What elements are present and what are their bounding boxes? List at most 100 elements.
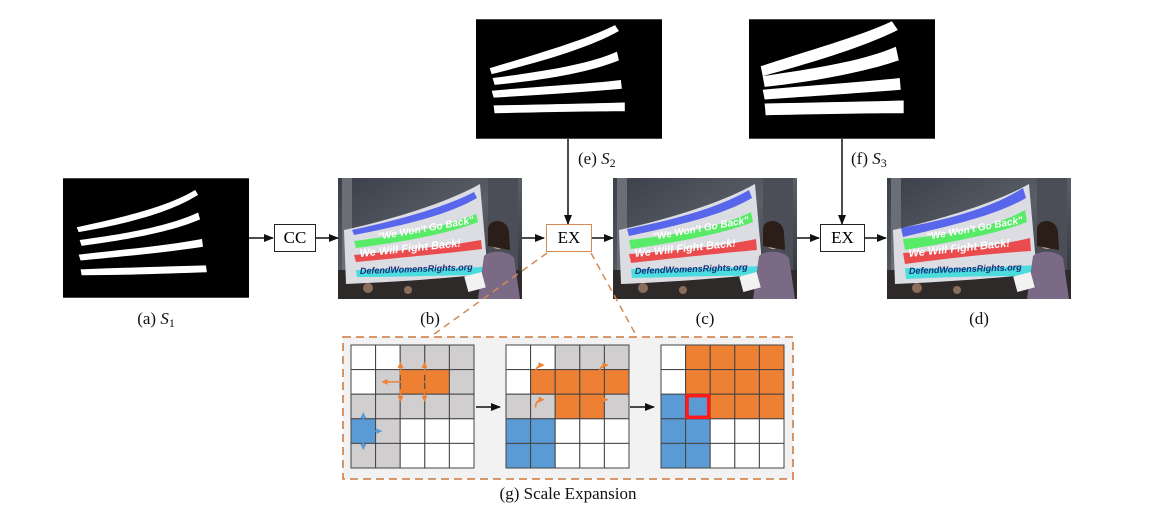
grid-cell: [660, 393, 687, 420]
mask-s2-image: [476, 19, 662, 139]
grid-cell: [424, 442, 450, 469]
photo-d: "We Won't Go Back"We Will Fight Back!Def…: [887, 178, 1071, 299]
grid-cell: [685, 344, 711, 371]
grid-cell: [505, 418, 532, 444]
grid-cell: [530, 393, 556, 420]
grid-cell: [709, 442, 736, 469]
grid-cell: [448, 393, 475, 420]
zoom-line-left: [429, 252, 548, 338]
expansion-grid-2: [505, 344, 630, 469]
photo-b: "We Won't Go Back"We Will Fight Back!Def…: [338, 178, 522, 299]
grid-cell: [375, 344, 401, 371]
grid-cell: [660, 344, 687, 371]
label-d: (d): [969, 309, 989, 328]
expansion-arrow: [536, 454, 547, 463]
grid-cell: [448, 344, 475, 371]
grid-cell: [734, 418, 760, 444]
ex-operator-box-1: EX: [546, 224, 592, 252]
expansion-grid-1: [350, 344, 475, 469]
label-e: (e) S2: [578, 149, 616, 170]
grid-cell: [399, 344, 426, 371]
grid-cell: [734, 344, 760, 371]
cc-operator-box: CC: [274, 224, 316, 252]
grid-cell: [709, 344, 736, 371]
grid-cell: [758, 393, 785, 420]
grid-cell: [758, 418, 785, 444]
grid-cell: [579, 344, 605, 371]
expansion-arrow: [598, 362, 609, 374]
grid-cell: [424, 418, 450, 444]
grid-cell: [603, 393, 630, 420]
grid-cell: [399, 418, 426, 444]
grid-cell: [530, 442, 556, 469]
svg-text:DefendWomensRights.org: DefendWomensRights.org: [909, 262, 1023, 276]
grid-cell: [554, 369, 581, 395]
grid-cell: [554, 418, 581, 444]
grid-cell: [448, 369, 475, 395]
grid-cell: [554, 393, 581, 420]
grid-cell: [660, 442, 687, 469]
grid-cell: [399, 369, 426, 395]
grid-cell: [685, 442, 711, 469]
expansion-arrow: [598, 396, 609, 408]
grid-cell: [758, 369, 785, 395]
conflict-cell-highlight: [685, 393, 711, 420]
grid-cell: [603, 442, 630, 469]
grid-cell: [709, 393, 736, 420]
grid-cell: [448, 418, 475, 444]
grid-cell: [350, 369, 377, 395]
grid-cell: [579, 418, 605, 444]
grid-cell: [579, 369, 605, 395]
grid-cell: [579, 393, 605, 420]
grid-cell: [758, 442, 785, 469]
grid-cell: [350, 344, 377, 371]
grid-cell: [554, 344, 581, 371]
svg-text:DefendWomensRights.org: DefendWomensRights.org: [360, 262, 474, 276]
grid-cell: [603, 344, 630, 371]
photo-c: "We Won't Go Back"We Will Fight Back!Def…: [613, 178, 797, 299]
grid-cell: [505, 344, 532, 371]
label-c: (c): [695, 309, 715, 328]
expansion-grid-3: [660, 344, 785, 469]
label-f: (f) S3: [851, 149, 887, 170]
expansion-arrow: [534, 396, 545, 408]
grid-cell: [530, 344, 556, 371]
grid-cell: [505, 442, 532, 469]
grid-cell: [734, 369, 760, 395]
scale-expansion-grids: [350, 344, 785, 469]
label-g: (g) Scale Expansion: [499, 484, 637, 503]
grid-cell: [530, 418, 556, 444]
grid-cell: [505, 393, 532, 420]
grid-cell: [734, 393, 760, 420]
grid-cell: [709, 418, 736, 444]
grid-cell: [424, 344, 450, 371]
grid-cell: [603, 369, 630, 395]
grid-cell: [375, 442, 401, 469]
zoom-line-right: [590, 252, 638, 338]
grid-cell: [603, 418, 630, 444]
mask-s3-image: [749, 19, 935, 139]
grid-cell: [530, 369, 556, 395]
grid-cell: [579, 442, 605, 469]
grid-cell: [660, 369, 687, 395]
grid-cell: [758, 344, 785, 371]
grid-cell: [660, 418, 687, 444]
grid-cell: [685, 393, 711, 420]
grid-cell: [554, 442, 581, 469]
grid-cell: [375, 393, 401, 420]
grid-cell: [709, 369, 736, 395]
grid-cell: [505, 369, 532, 395]
grid-cell: [734, 442, 760, 469]
grid-cell: [685, 418, 711, 444]
grid-cell: [448, 442, 475, 469]
mask-s1-image: [63, 178, 249, 298]
ex-operator-box-2: EX: [820, 224, 865, 252]
grid-cell: [399, 393, 426, 420]
label-b: (b): [420, 309, 440, 328]
grid-cell: [424, 393, 450, 420]
label-a: (a) S1: [137, 309, 175, 330]
expansion-arrow: [539, 427, 549, 436]
grid-cell: [399, 442, 426, 469]
